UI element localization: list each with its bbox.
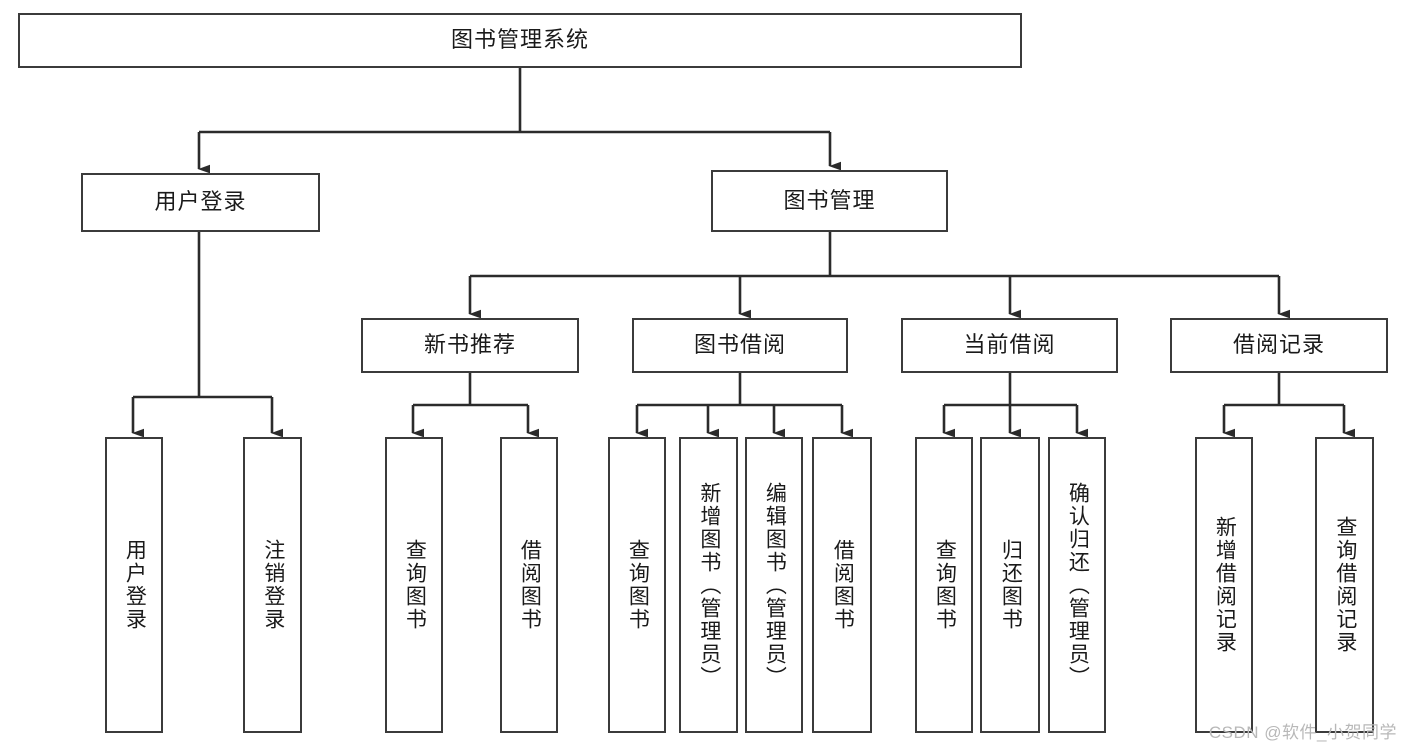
node-leaf-query-record-label: 查询借阅记录 — [1333, 516, 1357, 654]
node-leaf-borrow-book-1[interactable]: 借阅图书 — [500, 437, 558, 733]
node-book-management[interactable]: 图书管理 — [711, 170, 948, 232]
node-leaf-borrow-book-2-label: 借阅图书 — [831, 539, 855, 631]
node-leaf-edit-book[interactable]: 编辑图书（管理员） — [745, 437, 803, 733]
node-leaf-query-book-2-label: 查询图书 — [626, 539, 650, 631]
node-leaf-confirm-return-label: 确认归还（管理员） — [1066, 481, 1090, 689]
node-leaf-query-book-3-label: 查询图书 — [933, 539, 957, 631]
node-leaf-return-book[interactable]: 归还图书 — [980, 437, 1040, 733]
node-leaf-logout[interactable]: 注销登录 — [243, 437, 302, 733]
node-leaf-add-book-label: 新增图书（管理员） — [697, 481, 721, 689]
node-leaf-query-book-2[interactable]: 查询图书 — [608, 437, 666, 733]
node-book-management-label: 图书管理 — [783, 187, 876, 213]
node-borrow-record[interactable]: 借阅记录 — [1170, 318, 1388, 373]
node-current-borrow[interactable]: 当前借阅 — [901, 318, 1118, 373]
node-user-login[interactable]: 用户登录 — [81, 173, 320, 232]
node-leaf-add-record-label: 新增借阅记录 — [1213, 516, 1237, 654]
node-new-book-recommend[interactable]: 新书推荐 — [361, 318, 579, 373]
node-leaf-return-book-label: 归还图书 — [999, 539, 1023, 631]
node-leaf-query-record[interactable]: 查询借阅记录 — [1315, 437, 1374, 733]
node-user-login-label: 用户登录 — [154, 189, 247, 215]
csdn-watermark: CSDN @软件_小贺同学 — [1208, 723, 1397, 742]
node-leaf-edit-book-label: 编辑图书（管理员） — [763, 481, 787, 689]
node-leaf-user-login-label: 用户登录 — [123, 539, 147, 631]
node-leaf-query-book-1[interactable]: 查询图书 — [385, 437, 443, 733]
node-current-borrow-label: 当前借阅 — [963, 332, 1056, 358]
node-leaf-query-book-1-label: 查询图书 — [403, 539, 427, 631]
node-root[interactable]: 图书管理系统 — [18, 13, 1022, 68]
node-root-label: 图书管理系统 — [450, 27, 589, 53]
node-leaf-logout-label: 注销登录 — [261, 539, 285, 631]
node-leaf-add-record[interactable]: 新增借阅记录 — [1195, 437, 1253, 733]
node-leaf-user-login[interactable]: 用户登录 — [105, 437, 163, 733]
node-book-borrow[interactable]: 图书借阅 — [632, 318, 848, 373]
node-book-borrow-label: 图书借阅 — [693, 332, 786, 358]
node-new-book-recommend-label: 新书推荐 — [423, 332, 516, 358]
node-leaf-borrow-book-1-label: 借阅图书 — [518, 539, 542, 631]
node-leaf-add-book[interactable]: 新增图书（管理员） — [679, 437, 738, 733]
node-borrow-record-label: 借阅记录 — [1232, 332, 1325, 358]
node-leaf-borrow-book-2[interactable]: 借阅图书 — [812, 437, 872, 733]
node-leaf-confirm-return[interactable]: 确认归还（管理员） — [1048, 437, 1106, 733]
node-leaf-query-book-3[interactable]: 查询图书 — [915, 437, 973, 733]
